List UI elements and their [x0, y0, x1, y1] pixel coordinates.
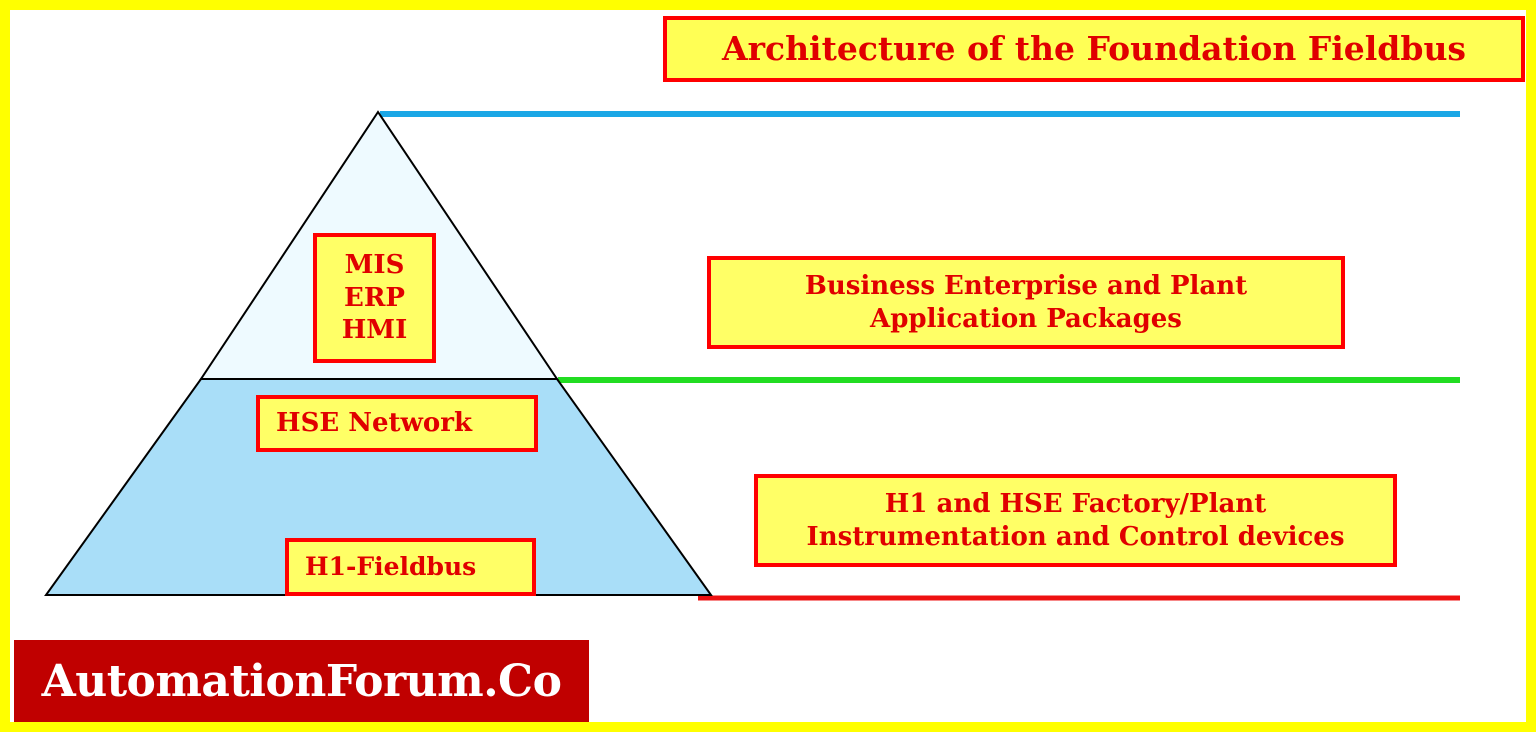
automationforum-logo: AutomationForum.Co — [14, 640, 589, 722]
factory-level-box: H1 and HSE Factory/Plant Instrumentation… — [754, 474, 1397, 567]
erp-label: ERP — [344, 282, 405, 313]
diagram-title: Architecture of the Foundation Fieldbus — [663, 16, 1525, 82]
factory-level-line2: Instrumentation and Control devices — [806, 521, 1345, 552]
hse-network-box: HSE Network — [256, 395, 538, 452]
hmi-label: HMI — [341, 315, 408, 346]
mis-label: MIS — [344, 250, 405, 281]
factory-level-line1: H1 and HSE Factory/Plant — [884, 489, 1267, 519]
h1-fieldbus-box: H1-Fieldbus — [285, 538, 536, 596]
business-level-line1: Business Enterprise and Plant — [804, 271, 1248, 301]
business-level-box: Business Enterprise and Plant Applicatio… — [707, 256, 1345, 349]
business-level-line2: Application Packages — [870, 303, 1182, 334]
mis-erp-hmi-box: MIS ERP HMI — [313, 233, 436, 363]
